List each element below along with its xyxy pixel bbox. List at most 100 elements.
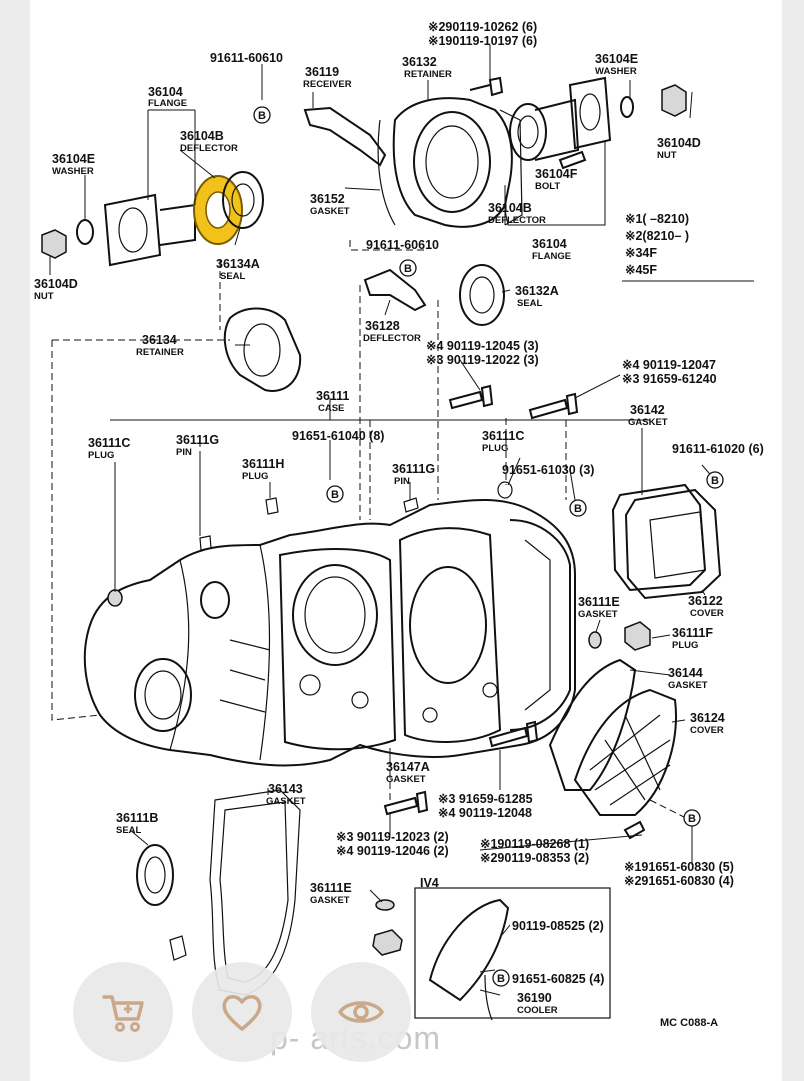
bolt-36104F bbox=[558, 150, 587, 170]
label-91651-61040: 91651-61040 (8) bbox=[292, 429, 384, 443]
label-36104D-left-num: 36104D bbox=[34, 277, 78, 291]
label-36132-name: RETAINER bbox=[404, 69, 452, 80]
plug-bottom bbox=[372, 929, 403, 956]
label-36111F-name: PLUG bbox=[672, 640, 698, 651]
note-2: ※2(8210– ) bbox=[625, 229, 689, 243]
label-36147A-name: GASKET bbox=[386, 774, 426, 785]
bolt-top bbox=[469, 76, 504, 97]
label-36134-name: RETAINER bbox=[136, 347, 184, 358]
label-91651-60825: 91651-60825 (4) bbox=[512, 972, 604, 986]
washer-36104E-right bbox=[620, 96, 634, 118]
gasket-36111E-bottom bbox=[375, 899, 395, 911]
svg-text:B: B bbox=[497, 973, 505, 985]
bolt-set-1 bbox=[448, 384, 494, 410]
exploded-parts-diagram: B B B B B B B ※290119-10262 (6) ※190119-… bbox=[34, 20, 764, 1029]
label-36152-num: 36152 bbox=[310, 192, 345, 206]
label-36122-num: 36122 bbox=[688, 594, 723, 608]
gasket-36144 bbox=[548, 658, 637, 791]
label-36111G-right-name: PIN bbox=[394, 476, 410, 487]
bolt-label-b1-2: ※3 90119-12022 (3) bbox=[426, 353, 539, 367]
svg-text:B: B bbox=[711, 475, 719, 487]
label-36111G-right-num: 36111G bbox=[392, 462, 435, 476]
label-36128-name: DEFLECTOR bbox=[363, 333, 421, 344]
nut-36104D-left bbox=[41, 229, 67, 259]
pin-36111G-left bbox=[199, 535, 212, 551]
bolt-label-b1-1: ※4 90119-12045 (3) bbox=[426, 339, 539, 353]
label-36111C-left-name: PLUG bbox=[88, 450, 114, 461]
label-36111G-left-num: 36111G bbox=[176, 433, 219, 447]
plug-36111F bbox=[624, 621, 651, 651]
note-1: ※1( –8210) bbox=[625, 212, 689, 226]
label-36104F-num: 36104F bbox=[535, 167, 578, 181]
favorite-button[interactable] bbox=[192, 962, 292, 1062]
circle-b-marker-6: B bbox=[683, 809, 701, 827]
label-36134A-name: SEAL bbox=[220, 271, 246, 282]
part-labels: ※290119-10262 (6) ※190119-10197 (6) 3613… bbox=[34, 20, 764, 1029]
label-36104D-right-num: 36104D bbox=[657, 136, 701, 150]
label-36111E-right-num: 36111E bbox=[578, 595, 620, 609]
label-36144-name: GASKET bbox=[668, 680, 708, 691]
label-36143-num: 36143 bbox=[268, 782, 303, 796]
label-36104B-right-num: 36104B bbox=[488, 201, 532, 215]
label-36104E-left-name: WASHER bbox=[52, 166, 94, 177]
label-36111C-left-num: 36111C bbox=[88, 436, 130, 450]
label-36111E-bottom-name: GASKET bbox=[310, 895, 350, 906]
receiver-36119 bbox=[303, 106, 387, 167]
label-36142-num: 36142 bbox=[630, 403, 665, 417]
label-36104-right-num: 36104 bbox=[532, 237, 567, 251]
label-36152-name: GASKET bbox=[310, 206, 350, 217]
flange-36104-right bbox=[509, 76, 612, 161]
view-button[interactable] bbox=[311, 962, 411, 1062]
plug-36111C-right bbox=[497, 481, 513, 499]
label-36111E-right-name: GASKET bbox=[578, 609, 618, 620]
svg-text:B: B bbox=[331, 489, 339, 501]
label-36104D-right-name: NUT bbox=[657, 150, 677, 161]
label-36104B-right-name: DEFLECTOR bbox=[488, 215, 546, 226]
label-36104B-left-num: 36104B bbox=[180, 129, 224, 143]
svg-text:B: B bbox=[574, 503, 582, 515]
note-3: ※34F bbox=[625, 246, 657, 260]
bolt-label-b4-2: ※4 90119-12046 (2) bbox=[336, 844, 449, 858]
bolt-label-b3-2: ※4 90119-12048 bbox=[438, 806, 532, 820]
bolt-set-5 bbox=[623, 820, 646, 840]
seal-36111B bbox=[136, 844, 174, 906]
label-36111F-num: 36111F bbox=[672, 626, 713, 640]
circle-b-marker-4: B bbox=[569, 499, 587, 517]
seal-36132A bbox=[459, 264, 505, 326]
label-iv4: IV4 bbox=[420, 876, 439, 890]
label-36128-num: 36128 bbox=[365, 319, 400, 333]
add-to-cart-button[interactable] bbox=[73, 962, 173, 1062]
label-36142-name: GASKET bbox=[628, 417, 668, 428]
label-91611-60610-mid: 91611-60610 bbox=[366, 238, 439, 252]
circle-b-marker-3: B bbox=[326, 485, 344, 503]
label-36111C-right-num: 36111C bbox=[482, 429, 524, 443]
pin-36111G-right bbox=[403, 497, 419, 513]
svg-text:B: B bbox=[258, 110, 266, 122]
label-36147A-num: 36147A bbox=[386, 760, 430, 774]
plug-36111H bbox=[265, 497, 279, 515]
label-36190-name: COOLER bbox=[517, 1005, 558, 1016]
label-36111E-bottom-num: 36111E bbox=[310, 881, 352, 895]
label-36134A-num: 36134A bbox=[216, 257, 260, 271]
label-91611-61020: 91611-61020 (6) bbox=[672, 442, 764, 456]
circle-b-marker-7: B bbox=[492, 969, 510, 987]
bolt-label-b5-1: ※190119-08268 (1) bbox=[480, 837, 589, 851]
circle-b-marker-1: B bbox=[253, 106, 271, 124]
label-36119-num: 36119 bbox=[305, 65, 339, 79]
label-91611-60610-top: 91611-60610 bbox=[210, 51, 283, 65]
deflector-36128 bbox=[363, 268, 427, 312]
bolt-label-b6-2: ※291651-60830 (4) bbox=[624, 874, 734, 888]
flange-36104-left bbox=[103, 193, 196, 267]
bolt-label-b2-2: ※3 91659-61240 bbox=[622, 372, 717, 386]
label-36122-name: COVER bbox=[690, 608, 724, 619]
label-36104E-right-name: WASHER bbox=[595, 66, 637, 77]
bolt-label-top-2: ※190119-10197 (6) bbox=[428, 34, 537, 48]
cover-36122 bbox=[624, 488, 722, 600]
label-36111B-num: 36111B bbox=[116, 811, 158, 825]
label-36111H-name: PLUG bbox=[242, 471, 268, 482]
label-36124-num: 36124 bbox=[690, 711, 725, 725]
label-36132-num: 36132 bbox=[402, 55, 437, 69]
leader-lines bbox=[49, 45, 716, 996]
gasket-36152 bbox=[377, 119, 396, 226]
eye-icon bbox=[338, 1001, 384, 1023]
